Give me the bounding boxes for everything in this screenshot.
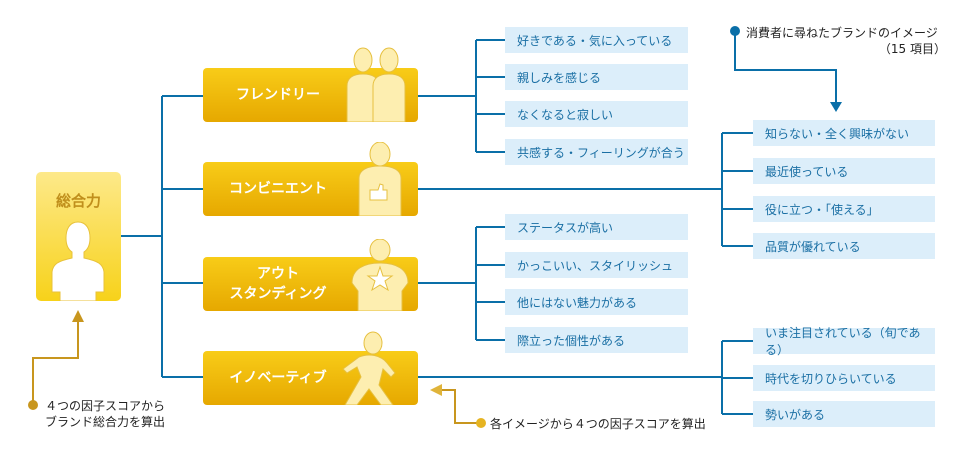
total-power-label: 総合力 (55, 192, 101, 210)
two-people-icon (346, 47, 406, 122)
note-consumer-image: 消費者に尋ねたブランドのイメージ (746, 26, 938, 40)
image-item: 際立った個性がある (505, 327, 688, 353)
factor-label-line2: スタンディング (229, 286, 327, 302)
image-item: 親しみを感じる (505, 64, 688, 90)
image-item: 品質が優れている (753, 233, 935, 259)
factor-label: イノベーティブ (229, 370, 327, 386)
factor-convenient: コンビニエント (203, 142, 418, 216)
image-item: ステータスが高い (505, 214, 688, 240)
image-item: 他にはない魅力がある (505, 289, 688, 315)
factor-label-line1: アウト (257, 266, 299, 282)
note-total-calc-1: ４つの因子スコアから (45, 399, 166, 413)
image-item: 役に立つ・「使える」 (753, 196, 935, 222)
factor-innovative: イノベーティブ (203, 331, 418, 405)
factor-label: コンビニエント (229, 181, 327, 197)
note-item-count: （15 項目） (878, 42, 946, 56)
note-factor-calc: 各イメージから４つの因子スコアを算出 (490, 417, 706, 431)
total-power-box: 総合力 (36, 172, 121, 301)
person-icon (51, 221, 105, 301)
image-item: なくなると寂しい (505, 101, 688, 127)
image-item: 好きである・気に入っている (505, 27, 688, 53)
image-item: 時代を切りひらいている (753, 365, 935, 391)
running-person-icon (342, 331, 396, 405)
image-item: 最近使っている (753, 158, 935, 184)
image-item: いま注目されている（旬である） (753, 326, 935, 357)
factor-label: フレンドリー (236, 87, 320, 103)
image-item: 勢いがある (753, 401, 935, 427)
factor-friendly: フレンドリー (203, 47, 418, 122)
image-item: かっこいい、スタイリッシュ (505, 252, 688, 278)
thumbs-up-person-icon (358, 142, 402, 216)
image-item: 知らない・全く興味がない (753, 120, 935, 146)
factor-label: アウトスタンディング (203, 257, 353, 311)
factor-outstanding: アウトスタンディング (203, 239, 418, 311)
star-person-icon (351, 239, 409, 311)
image-item: 共感する・フィーリングが合う (505, 139, 688, 165)
note-total-calc-2: ブランド総合力を算出 (45, 415, 166, 429)
